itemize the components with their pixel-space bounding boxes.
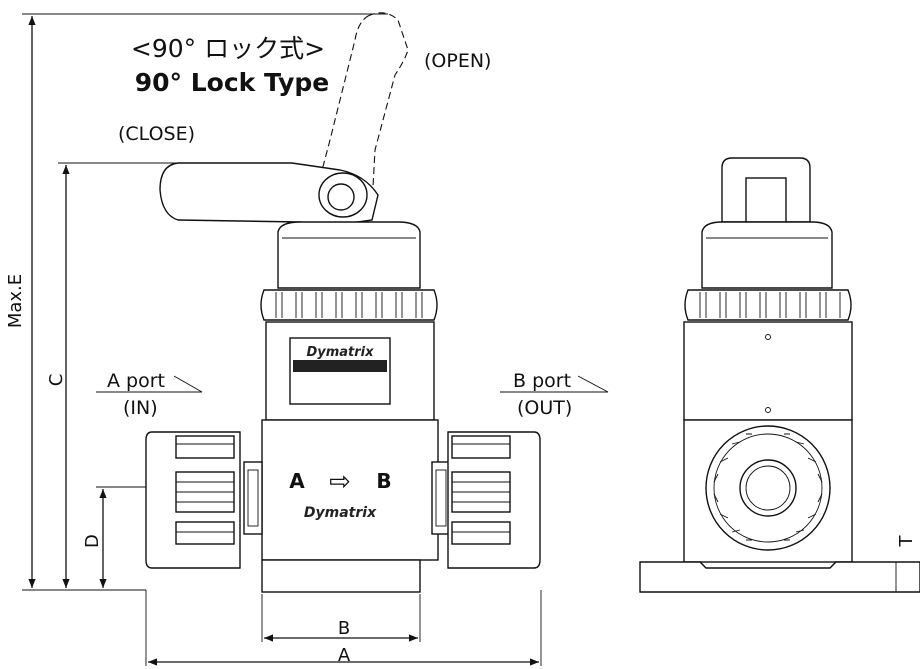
dim-d: D [82,534,103,548]
flow-arrow-icon: ⇨ [329,467,351,497]
handle-close [159,162,379,227]
b-port-fitting [447,431,541,569]
close-label: (CLOSE) [118,123,195,145]
title-jp: <90° ロック式> [131,34,325,63]
open-label: (OPEN) [424,50,491,72]
a-port-label: A port [107,370,165,392]
dim-a: A [338,645,351,666]
title-en: 90° Lock Type [135,68,329,97]
a-port-sub: (IN) [123,397,158,419]
brand-logo-top: Dymatrix [306,345,374,360]
lower-body [243,419,451,593]
dim-c: C [46,374,67,387]
side-view [639,157,920,593]
dim-max-e: Max.E [5,274,26,328]
brand-logo-body: Dymatrix [304,505,377,521]
b-port-label: B port [513,370,571,392]
dim-b: B [338,618,350,639]
upper-body [265,321,435,421]
dimension-lines [22,13,542,666]
flow-label-a: A [289,469,305,493]
valve-cap [277,221,421,289]
a-port-callout [96,375,203,393]
b-port-sub: (OUT) [517,397,572,419]
b-port-callout [500,375,609,393]
flow-label-b: B [376,469,391,493]
knurled-nut [260,289,438,321]
a-port-fitting [145,431,241,569]
dim-t: T [896,535,917,548]
